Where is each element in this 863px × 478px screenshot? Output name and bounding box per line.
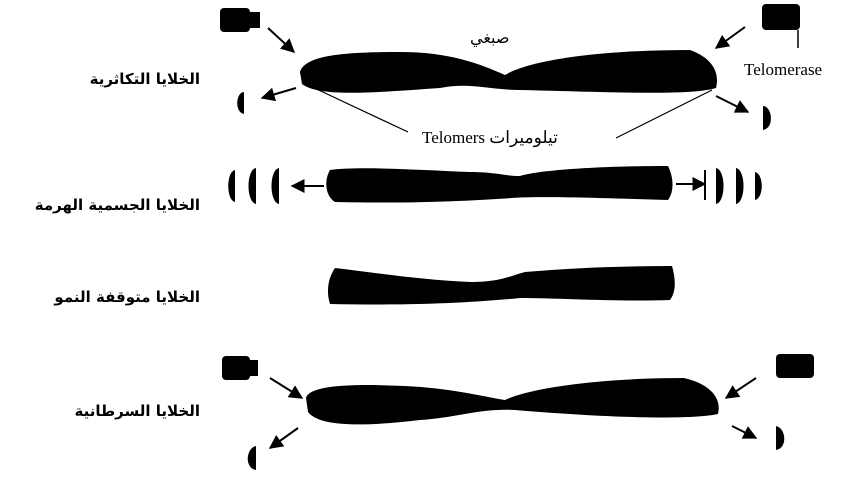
chromosome-label: صبغي — [470, 28, 509, 47]
telomere-pointer-line — [616, 90, 712, 138]
chromosome-4 — [306, 378, 719, 424]
telomerase-enzyme-icon — [222, 356, 258, 380]
telomere-cap-icon — [755, 172, 762, 200]
telomerase-enzyme-icon — [776, 354, 814, 378]
telomere-cap-icon — [249, 168, 257, 204]
chromosome-2 — [326, 166, 672, 203]
chromosome-1 — [300, 50, 717, 93]
row-label-senescent: الخلايا الجسمية الهرمة — [35, 196, 200, 214]
row-proliferating-cells — [220, 4, 800, 138]
telomeres-label: تيلوميرات Telomers — [422, 128, 558, 148]
row-label-arrested: الخلايا متوقفة النمو — [54, 288, 200, 306]
row-label-cancer: الخلايا السرطانية — [75, 402, 200, 420]
telomere-cap-icon — [763, 106, 771, 130]
arrow-icon — [716, 96, 748, 112]
telomere-cap-icon — [716, 168, 724, 204]
arrow-icon — [268, 28, 294, 52]
row-arrested-cells — [328, 266, 675, 305]
row-cancer-cells — [222, 354, 814, 470]
telomere-cap-icon — [272, 168, 280, 204]
telomere-cap-icon — [736, 168, 744, 204]
row-label-proliferating: الخلايا التكاثرية — [90, 70, 200, 88]
telomerase-label: Telomerase — [744, 60, 822, 80]
arrow-icon — [270, 378, 302, 398]
telomere-cap-icon — [776, 426, 784, 450]
arrow-icon — [270, 428, 298, 448]
telomere-cap-icon — [237, 92, 244, 114]
telomere-cap-icon — [228, 170, 235, 202]
arrow-icon — [732, 426, 756, 438]
telomerase-enzyme-icon — [220, 8, 260, 32]
arrow-icon — [726, 378, 756, 398]
chromosome-3 — [328, 266, 675, 305]
row-senescent-cells — [228, 166, 762, 204]
telomerase-enzyme-icon — [762, 4, 800, 48]
arrow-icon — [262, 88, 296, 98]
telomere-cap-icon — [248, 446, 256, 470]
telomere-pointer-line — [310, 86, 408, 132]
arrow-icon — [716, 27, 745, 48]
